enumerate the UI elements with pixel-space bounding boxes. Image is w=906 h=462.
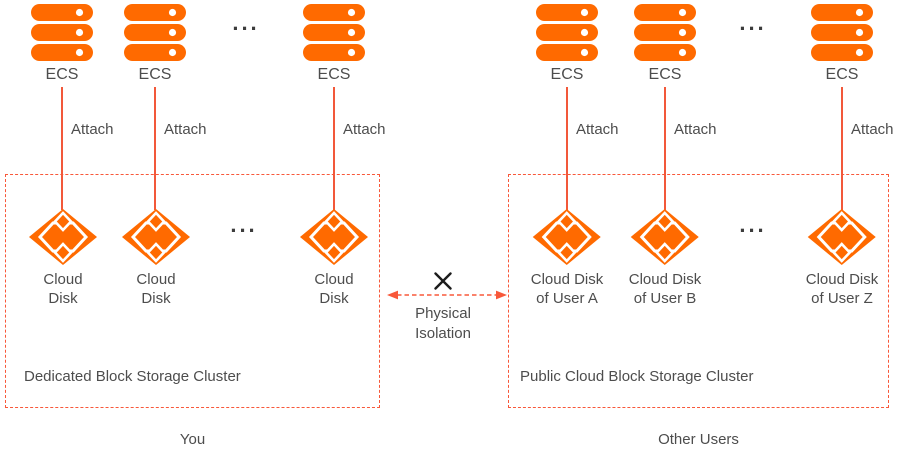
ecs-server-icon	[31, 4, 93, 61]
ecs-label: ECS	[45, 66, 79, 83]
ecs-node: ECS	[124, 4, 186, 84]
cloud-disk-icon	[121, 208, 191, 266]
attach-label: Attach	[164, 121, 207, 138]
attach-label: Attach	[674, 121, 717, 138]
ellipsis-icon: ...	[232, 10, 260, 35]
cloud-disk-icon	[28, 208, 98, 266]
cloud-disk-node: Cloud Disk	[28, 208, 98, 308]
ecs-node: ECS	[811, 4, 873, 84]
attach-label: Attach	[576, 121, 619, 138]
ecs-server-icon	[124, 4, 186, 61]
ecs-server-icon	[303, 4, 365, 61]
ellipsis-icon: ...	[230, 212, 258, 237]
cloud-disk-label: Cloud Disk	[314, 271, 354, 307]
cloud-disk-icon	[532, 208, 602, 266]
cloud-disk-node: Cloud Disk	[121, 208, 191, 308]
attach-line	[61, 87, 63, 210]
cloud-disk-icon	[807, 208, 877, 266]
owner-label-other-users: Other Users	[658, 431, 739, 448]
dedicated-cluster-box: Dedicated Block Storage Cluster	[5, 174, 380, 408]
attach-line	[664, 87, 666, 210]
physical-isolation-label: Physical Isolation	[415, 305, 471, 342]
attach-label: Attach	[851, 121, 894, 138]
ecs-server-icon	[811, 4, 873, 61]
cloud-disk-node: Cloud Disk of User B	[628, 208, 702, 308]
ellipsis-icon: ...	[739, 10, 767, 35]
ecs-node: ECS	[536, 4, 598, 84]
ecs-server-icon	[634, 4, 696, 61]
attach-line	[566, 87, 568, 210]
ecs-label: ECS	[550, 66, 584, 83]
ellipsis-icon: ...	[739, 212, 767, 237]
ecs-label: ECS	[138, 66, 172, 83]
cluster-name-public: Public Cloud Block Storage Cluster	[520, 368, 754, 385]
cloud-disk-node: Cloud Disk	[299, 208, 369, 308]
ecs-label: ECS	[825, 66, 859, 83]
cloud-disk-label: Cloud Disk	[136, 271, 176, 307]
ecs-label: ECS	[648, 66, 682, 83]
cloud-disk-icon	[299, 208, 369, 266]
x-icon	[433, 272, 453, 290]
cloud-disk-node: Cloud Disk of User A	[530, 208, 604, 308]
cloud-disk-label: Cloud Disk of User A	[530, 271, 604, 307]
attach-label: Attach	[343, 121, 386, 138]
ecs-server-icon	[536, 4, 598, 61]
ecs-node: ECS	[303, 4, 365, 84]
public-cluster-box: Public Cloud Block Storage Cluster	[508, 174, 889, 408]
cloud-disk-label: Cloud Disk	[43, 271, 83, 307]
double-arrow-icon	[387, 290, 507, 300]
cloud-disk-label: Cloud Disk of User Z	[805, 271, 879, 307]
cloud-disk-icon	[630, 208, 700, 266]
ecs-node: ECS	[634, 4, 696, 84]
owner-label-you: You	[179, 431, 206, 448]
ecs-node: ECS	[31, 4, 93, 84]
cloud-disk-label: Cloud Disk of User B	[628, 271, 702, 307]
attach-line	[154, 87, 156, 210]
ecs-label: ECS	[317, 66, 351, 83]
attach-label: Attach	[71, 121, 114, 138]
cluster-name-dedicated: Dedicated Block Storage Cluster	[24, 368, 241, 385]
attach-line	[841, 87, 843, 210]
cloud-disk-node: Cloud Disk of User Z	[805, 208, 879, 308]
attach-line	[333, 87, 335, 210]
